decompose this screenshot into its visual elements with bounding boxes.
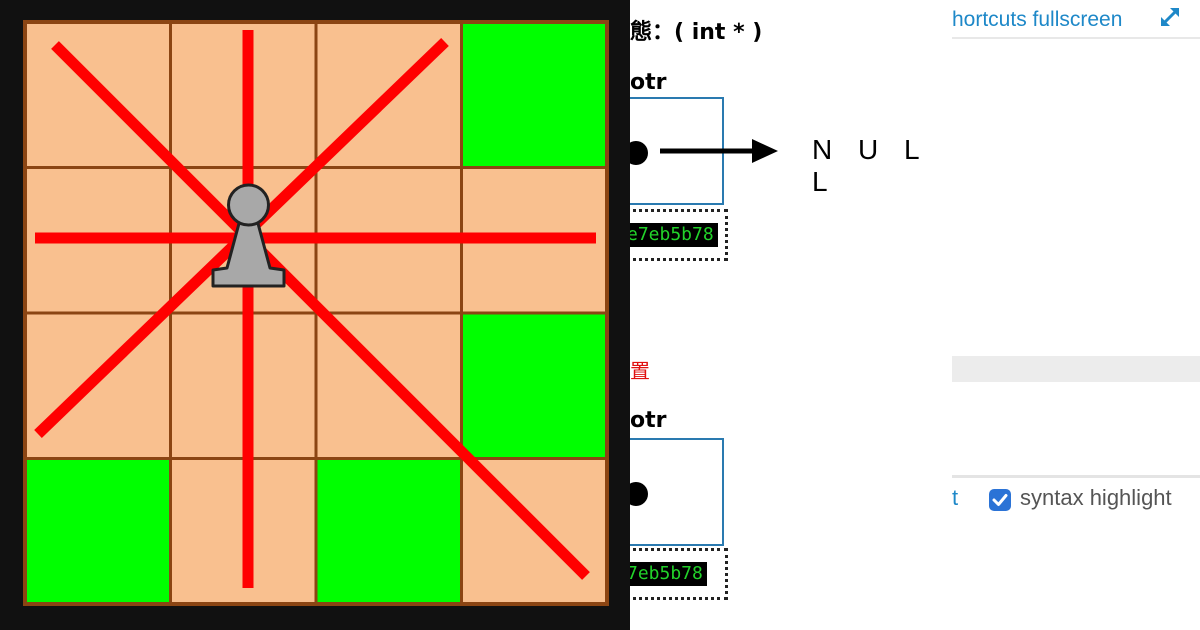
shortcuts-fullscreen-link[interactable]: hortcuts fullscreen [952,8,1123,31]
bottom-divider [952,475,1200,478]
second-var-box [630,438,724,546]
board-panel [0,0,630,630]
editor-panel: hortcuts fullscreen t syntax highlight [952,0,1200,630]
first-address-box: e7eb5b78 [630,209,728,261]
pawn-body-icon [211,214,286,288]
pointer-diagram-panel: 態：( int * ) otr e7eb5b78 N U L L 置 otr 7… [630,0,952,630]
attack-line-diagonal [51,41,590,580]
first-address: e7eb5b78 [630,223,718,247]
second-address-box: 7eb5b78 [630,548,728,600]
option-link-fragment[interactable]: t [952,485,959,510]
pointer-dot-icon [630,482,648,506]
expand-arrows-icon[interactable] [1157,4,1183,30]
top-divider [952,37,1200,39]
board-svg [23,20,609,606]
safe-cell [314,457,463,606]
board-border [23,20,609,606]
second-var-name: otr [630,408,667,433]
pawn-icon [227,183,270,227]
arrow-icon [660,139,778,163]
safe-cell [460,311,609,460]
safe-cell [23,457,172,606]
type-heading: 態：( int * ) [630,20,763,45]
pointer-dot-icon [630,141,648,165]
syntax-highlight-label: syntax highlight [1020,485,1172,510]
second-address: 7eb5b78 [630,562,707,586]
first-var-name: otr [630,70,667,95]
syntax-highlight-checkbox[interactable] [989,489,1011,511]
checkmark-icon [992,494,1008,506]
editor-links-bar: hortcuts fullscreen [952,8,1200,38]
gray-separator-band [952,356,1200,382]
safe-cell [460,20,609,169]
null-label: N U L L [812,134,928,197]
red-note: 置 [630,359,650,383]
